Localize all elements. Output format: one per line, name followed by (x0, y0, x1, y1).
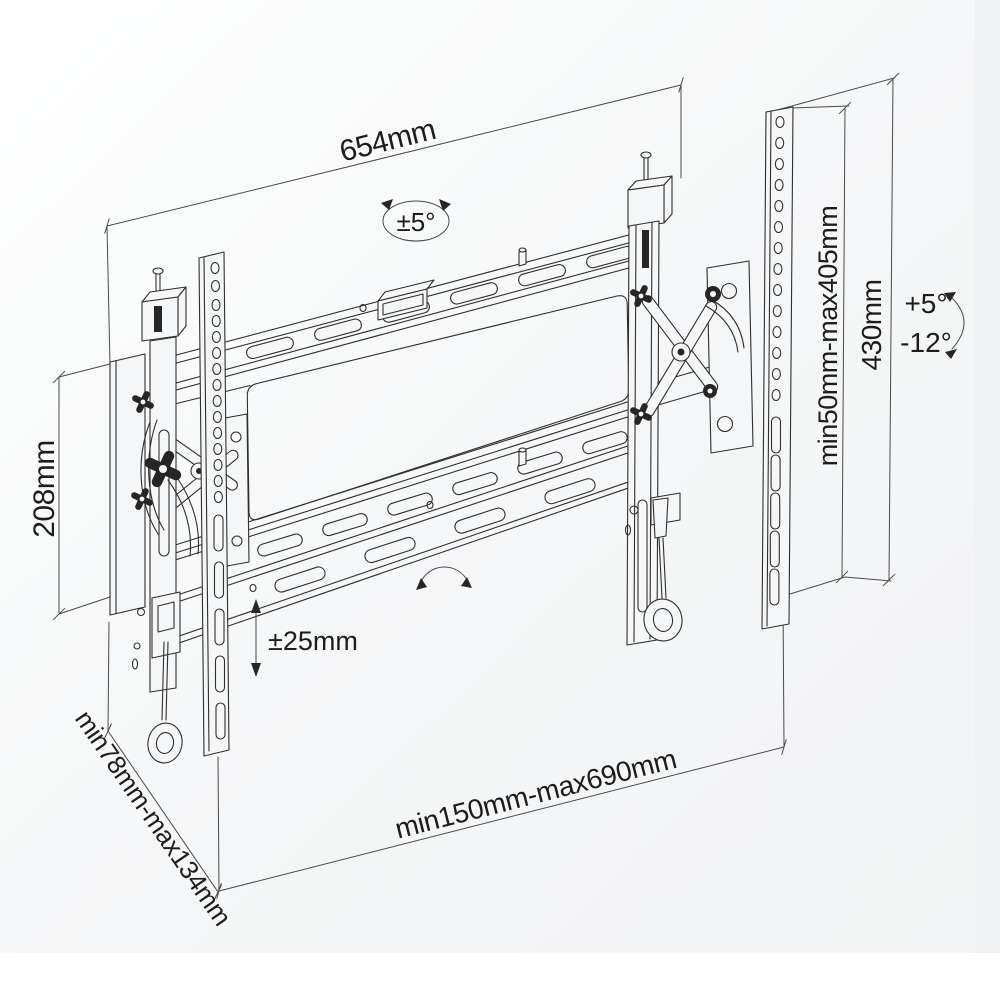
top-rail-cap (377, 279, 435, 321)
dimension-lines (52, 72, 900, 900)
top-rail-stud (518, 247, 527, 267)
left-tilt-linkage (158, 413, 250, 567)
left-clamp-assembly (129, 267, 200, 764)
right-tilt-linkage (641, 260, 754, 454)
tilt-range-top-label: ±5° (396, 207, 435, 237)
wall-plate (109, 353, 146, 616)
left-clamp-cap (141, 267, 187, 342)
tilt-arc-icon (944, 292, 965, 359)
tilt-arc-bottom-icon (416, 566, 472, 590)
mount-structure (109, 106, 794, 764)
right-pull-ring (643, 497, 683, 642)
photo-edge-shade (975, 0, 1000, 953)
left-pull-ring (147, 641, 183, 764)
dimension-vesa-height (776, 101, 892, 599)
bottom-rail-stud (518, 447, 527, 467)
dimension-left-height (52, 363, 111, 621)
bottom-white-strip (0, 953, 1000, 1000)
tilt-down-label: -12° (900, 327, 952, 358)
motion-indicators (251, 199, 965, 677)
left-latch (131, 591, 181, 670)
dimension-rail-height (769, 72, 900, 587)
rail-height-label: 430mm (856, 280, 887, 371)
right-clamp-cap (627, 151, 673, 229)
right-tv-rail (761, 106, 794, 630)
dimension-top-width (104, 77, 684, 367)
plate-height-label: 208mm (28, 440, 61, 538)
left-tv-rail (198, 251, 230, 757)
dimension-depth-range (104, 621, 222, 900)
vesa-height-range-label: min50mm-max405mm (813, 206, 843, 467)
rail-window-opening (246, 295, 630, 521)
rotation-ellipse-icon (381, 199, 451, 242)
tilt-up-label: +5° (904, 288, 947, 319)
height-adjust-label: ±25mm (268, 626, 358, 656)
double-arrow-icon (251, 599, 261, 677)
